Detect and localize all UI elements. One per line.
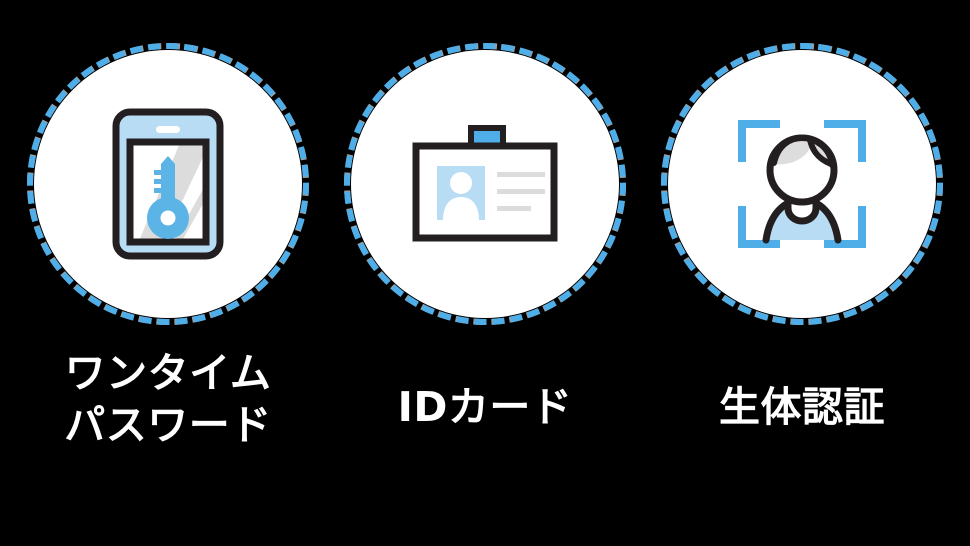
id-card-icon <box>344 43 626 325</box>
auth-method-one-time-password[interactable]: ワンタイム パスワード <box>10 26 326 452</box>
icon-circle-biometric <box>644 26 960 342</box>
auth-method-label: ワンタイム パスワード <box>64 349 272 450</box>
face-recognition-icon <box>661 43 943 325</box>
dashed-ring-grey <box>344 43 626 325</box>
auth-method-biometric[interactable]: 生体認証 <box>644 26 960 433</box>
icon-circle-id-card <box>327 26 643 342</box>
smartphone-key-icon <box>27 43 309 325</box>
icon-circle-one-time-password <box>10 26 326 342</box>
dashed-ring-grey <box>27 43 309 325</box>
auth-method-label: IDカード <box>397 383 573 431</box>
auth-method-id-card[interactable]: IDカード <box>327 26 643 433</box>
dashed-ring-grey <box>661 43 943 325</box>
auth-method-label: 生体認証 <box>719 383 885 431</box>
